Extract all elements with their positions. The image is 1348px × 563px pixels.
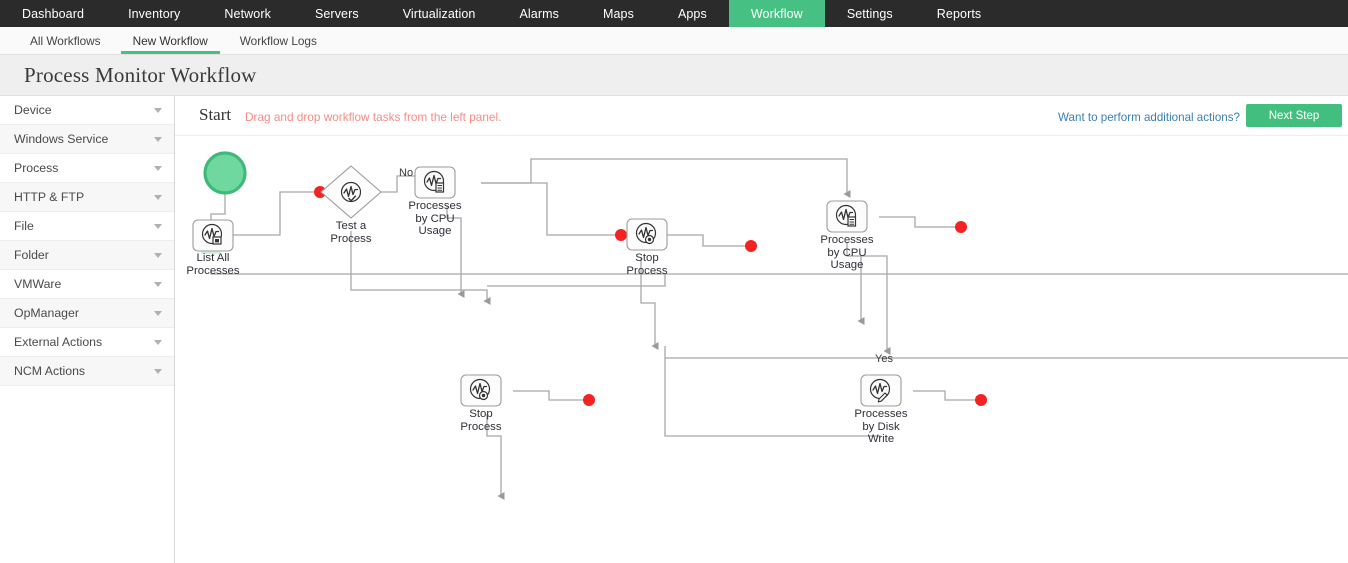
sidebar-item-process[interactable]: Process xyxy=(0,154,174,183)
sidebar-item-external-actions[interactable]: External Actions xyxy=(0,328,174,357)
chevron-down-icon xyxy=(154,310,162,316)
sub-navigation-bar: All Workflows New Workflow Workflow Logs xyxy=(0,27,1348,55)
start-node[interactable] xyxy=(203,151,247,195)
node-processes-by-cpu-usage-1[interactable] xyxy=(414,166,456,199)
topnav-item-servers[interactable]: Servers xyxy=(314,6,359,21)
page-title: Process Monitor Workflow xyxy=(24,62,257,87)
endpoint-dot[interactable] xyxy=(615,229,627,241)
endpoint-dot[interactable] xyxy=(955,221,967,233)
sidebar-item-device[interactable]: Device xyxy=(0,96,174,125)
sidebar-item-label: NCM Actions xyxy=(14,364,86,378)
node-stop-process-2[interactable] xyxy=(460,374,502,407)
endpoint-dot[interactable] xyxy=(583,394,595,406)
sidebar-item-ncm-actions[interactable]: NCM Actions xyxy=(0,357,174,386)
topnav-item-maps[interactable]: Maps xyxy=(602,6,634,21)
sidebar-item-vmware[interactable]: VMWare xyxy=(0,270,174,299)
subnav-item-workflow-logs[interactable]: Workflow Logs xyxy=(239,33,317,48)
sidebar-item-label: OpManager xyxy=(14,306,79,320)
chevron-down-icon xyxy=(154,281,162,287)
chevron-down-icon xyxy=(154,223,162,229)
workflow-diagram-svg xyxy=(192,151,1348,500)
process-stop-icon xyxy=(635,222,657,245)
topnav-item-reports[interactable]: Reports xyxy=(936,6,982,21)
body-container: Device Windows Service Process HTTP & FT… xyxy=(0,96,1348,563)
page-title-bar: Process Monitor Workflow xyxy=(0,55,1348,96)
edge-label-yes: Yes xyxy=(875,353,893,365)
process-report-icon xyxy=(423,170,445,193)
topnav-item-workflow[interactable]: Workflow xyxy=(728,0,825,27)
endpoint-dot[interactable] xyxy=(314,186,326,198)
drag-drop-hint: Drag and drop workflow tasks from the le… xyxy=(245,110,502,124)
chevron-down-icon xyxy=(154,194,162,200)
chevron-down-icon xyxy=(154,339,162,345)
topnav-item-settings[interactable]: Settings xyxy=(846,6,893,21)
process-stop-icon xyxy=(469,378,491,401)
node-stop-process-1[interactable] xyxy=(626,218,668,251)
process-check-icon xyxy=(340,181,362,203)
subnav-item-all-workflows[interactable]: All Workflows xyxy=(30,33,101,48)
node-list-all-processes[interactable] xyxy=(192,219,234,252)
process-list-icon xyxy=(201,223,223,245)
chevron-down-icon xyxy=(154,107,162,113)
node-test-a-process[interactable] xyxy=(320,165,382,219)
sidebar-item-label: HTTP & FTP xyxy=(14,190,85,204)
sidebar-item-label: Process xyxy=(14,161,59,175)
topnav-item-apps[interactable]: Apps xyxy=(677,6,707,21)
workflow-diagram[interactable]: List All Processes Test a Process Proces… xyxy=(175,96,1348,563)
sidebar-item-label: File xyxy=(14,219,34,233)
workflow-canvas[interactable]: Start Drag and drop workflow tasks from … xyxy=(175,96,1348,563)
topnav-item-network[interactable]: Network xyxy=(224,6,271,21)
node-processes-by-disk-write[interactable] xyxy=(860,374,902,407)
task-category-sidebar: Device Windows Service Process HTTP & FT… xyxy=(0,96,175,563)
sidebar-item-http-ftp[interactable]: HTTP & FTP xyxy=(0,183,174,212)
endpoint-dot[interactable] xyxy=(745,240,757,252)
sidebar-item-folder[interactable]: Folder xyxy=(0,241,174,270)
sidebar-item-file[interactable]: File xyxy=(0,212,174,241)
top-navigation-bar: Dashboard Inventory Network Servers Virt… xyxy=(0,0,1348,27)
topnav-item-alarms[interactable]: Alarms xyxy=(519,6,559,21)
chevron-down-icon xyxy=(154,165,162,171)
node-processes-by-cpu-usage-2[interactable] xyxy=(826,200,868,233)
connector-lines xyxy=(207,158,1348,500)
canvas-header: Start Drag and drop workflow tasks from … xyxy=(175,96,1348,136)
sidebar-item-label: Device xyxy=(14,103,52,117)
process-edit-icon xyxy=(869,378,891,403)
sidebar-item-label: VMWare xyxy=(14,277,62,291)
topnav-item-dashboard[interactable]: Dashboard xyxy=(22,6,85,21)
topnav-item-inventory[interactable]: Inventory xyxy=(128,6,181,21)
start-section-label: Start xyxy=(199,105,232,124)
process-report-icon xyxy=(835,204,857,227)
endpoint-dot[interactable] xyxy=(975,394,987,406)
sidebar-item-label: Windows Service xyxy=(14,132,109,146)
edge-label-no: No xyxy=(399,167,414,179)
chevron-down-icon xyxy=(154,368,162,374)
subnav-item-new-workflow[interactable]: New Workflow xyxy=(117,27,224,54)
chevron-down-icon xyxy=(154,136,162,142)
chevron-down-icon xyxy=(154,252,162,258)
sidebar-item-windows-service[interactable]: Windows Service xyxy=(0,125,174,154)
sidebar-item-label: Folder xyxy=(14,248,49,262)
sidebar-item-label: External Actions xyxy=(14,335,103,349)
additional-actions-link[interactable]: Want to perform additional actions? xyxy=(1058,111,1240,124)
next-step-button[interactable]: Next Step xyxy=(1246,104,1342,127)
topnav-item-virtualization[interactable]: Virtualization xyxy=(402,6,476,21)
sidebar-item-opmanager[interactable]: OpManager xyxy=(0,299,174,328)
